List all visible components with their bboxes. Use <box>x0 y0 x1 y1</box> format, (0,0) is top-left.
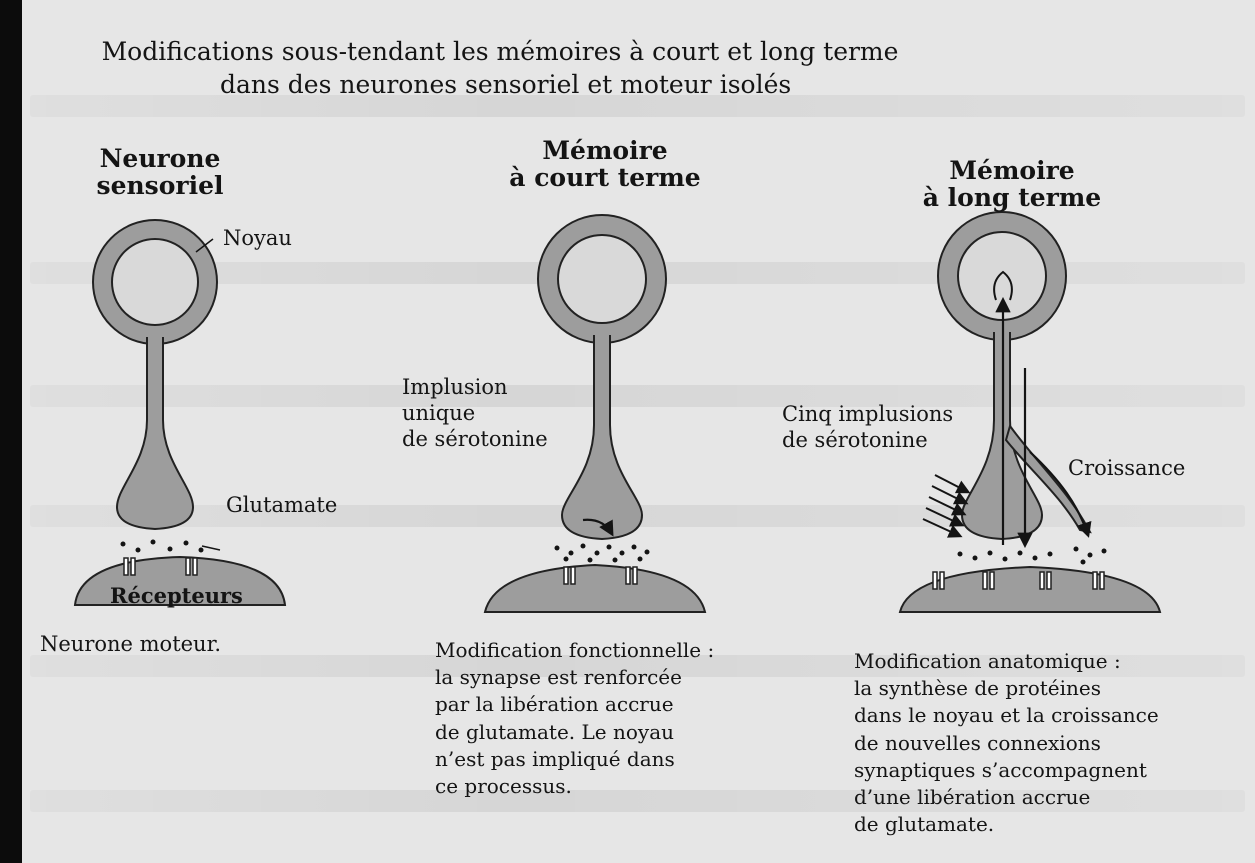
motor-neuron-surface <box>485 565 705 612</box>
long-term-neuron-body <box>938 212 1090 539</box>
nucleus <box>112 239 198 325</box>
label-glutamate: Glutamate <box>226 494 337 517</box>
label-five-serotonin-pulses: Cinq implusions de sérotonine <box>782 401 953 453</box>
glutamate-pointer <box>202 546 220 550</box>
figure-title-line-1: Modifications sous-tendant les mémoires … <box>0 38 1000 65</box>
glutamate-dots <box>121 540 204 553</box>
glutamate-dots <box>555 544 650 563</box>
caption-functional-change: Modification fonctionnelle : la synapse … <box>435 637 714 800</box>
sensory-neuron-body <box>93 220 217 529</box>
figure-title-line-2: dans des neurones sensoriel et moteur is… <box>220 71 740 98</box>
five-serotonin-arrows <box>923 475 968 536</box>
nucleus <box>558 235 646 323</box>
heading-long-term-memory: Mémoire à long terme <box>912 157 1112 211</box>
heading-short-term-memory: Mémoire à court terme <box>505 137 705 191</box>
sensory-neuron <box>75 220 285 605</box>
heading-sensory-neuron: Neurone sensoriel <box>70 145 250 199</box>
label-nucleus: Noyau <box>223 227 292 250</box>
short-term-neuron-body <box>538 215 666 539</box>
caption-anatomical-change: Modification anatomique : la synthèse de… <box>854 648 1159 838</box>
label-motor-neuron: Neurone moteur. <box>40 633 221 656</box>
label-growth: Croissance <box>1068 457 1185 480</box>
label-single-serotonin-pulse: Implusion unique de sérotonine <box>402 374 548 452</box>
glutamate-dots <box>958 547 1107 565</box>
motor-neuron-surface <box>900 567 1160 612</box>
label-receptors: Récepteurs <box>110 585 243 608</box>
